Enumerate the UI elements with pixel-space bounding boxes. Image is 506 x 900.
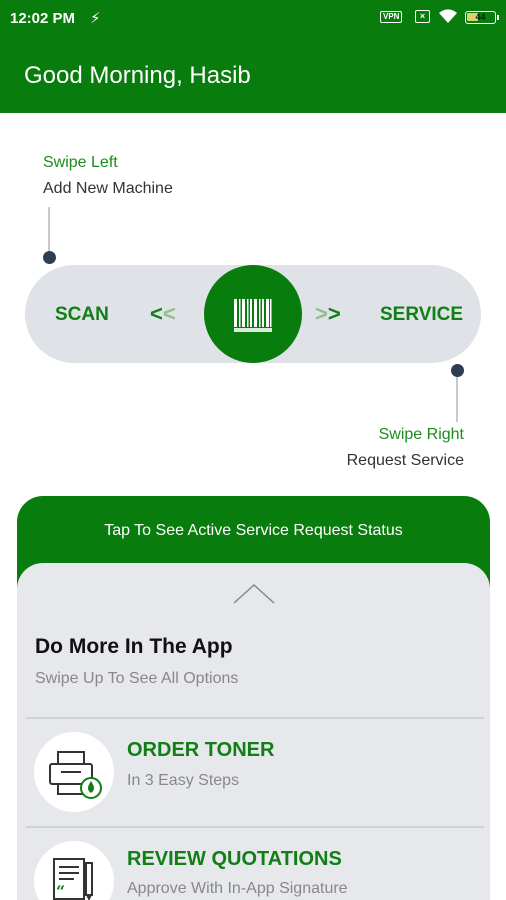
vpn-badge: VPN (380, 11, 403, 23)
greeting-title: Good Morning, Hasib (24, 62, 251, 89)
battery-level: 44 (475, 12, 486, 22)
swipe-right-chevrons: >> (315, 301, 341, 326)
more-options-sheet[interactable]: Do More In The App Swipe Up To See All O… (17, 563, 490, 900)
printer-toner-icon (34, 732, 114, 812)
divider (26, 717, 484, 719)
order-toner-title: ORDER TONER (127, 739, 275, 761)
svg-text:“: “ (56, 882, 65, 900)
scan-label: SCAN (55, 304, 109, 325)
swipe-left-pin-dot (43, 251, 56, 264)
chevron-up-icon[interactable] (232, 583, 276, 605)
battery-fill (467, 13, 479, 21)
swipe-left-chevrons: << (150, 301, 176, 326)
quotation-document-icon: “ (34, 841, 114, 900)
divider (26, 826, 484, 828)
review-quotations-title: REVIEW QUOTATIONS (127, 848, 342, 870)
app-header: 12:02 PM ⚡ VPN × 44 Good Morning, Hasib (0, 0, 506, 113)
x-box-icon: × (415, 10, 430, 23)
battery-icon: 44 (465, 11, 496, 24)
lightning-bolt-icon: ⚡ (90, 10, 101, 27)
swipe-track[interactable]: SCAN << >> SERVICE (25, 265, 481, 363)
active-service-request-label: Tap To See Active Service Request Status (104, 522, 403, 539)
wifi-icon (439, 9, 457, 23)
status-time: 12:02 PM (10, 10, 76, 27)
barcode-icon (234, 299, 272, 332)
more-options-title: Do More In The App (35, 635, 233, 658)
swipe-left-pin-line (48, 207, 50, 253)
swipe-left-hint-title: Swipe Left (43, 154, 118, 171)
swipe-right-pin-dot (451, 364, 464, 377)
swipe-right-hint-subtitle: Request Service (346, 452, 464, 469)
swipe-left-hint-subtitle: Add New Machine (43, 180, 173, 197)
swipe-right-hint-title: Swipe Right (378, 426, 464, 443)
order-toner-subtitle: In 3 Easy Steps (127, 772, 240, 789)
service-label: SERVICE (380, 304, 464, 325)
scan-service-knob[interactable] (204, 265, 302, 363)
swipe-right-pin-line (456, 377, 458, 422)
more-options-subtitle: Swipe Up To See All Options (35, 670, 239, 687)
battery-tip (497, 15, 499, 20)
review-quotations-subtitle: Approve With In-App Signature (127, 880, 348, 897)
status-bar: 12:02 PM ⚡ VPN × 44 (0, 0, 506, 36)
